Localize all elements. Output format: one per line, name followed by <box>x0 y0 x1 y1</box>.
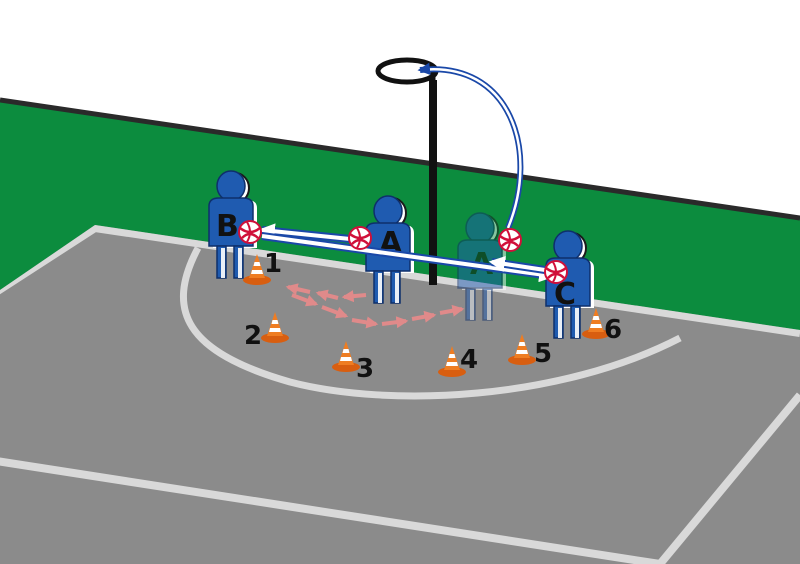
pass-arrow-a-to-b <box>258 223 361 244</box>
pass-arrow-c-to-ghost <box>488 256 546 274</box>
cone-3-label: 3 <box>356 354 374 384</box>
ball-player-b <box>237 219 263 245</box>
player-b: B <box>208 170 258 279</box>
cone-2-label: 2 <box>244 321 262 351</box>
cone-1: 1 <box>243 249 282 285</box>
player-c: C <box>545 230 595 339</box>
cone-5: 5 <box>508 334 552 369</box>
cone-6-label: 6 <box>604 315 622 345</box>
player-c-label: C <box>554 277 576 312</box>
cone-2: 2 <box>244 312 289 351</box>
movement-path <box>285 283 465 329</box>
court <box>0 225 800 564</box>
side-line-right <box>656 392 800 564</box>
cone-4-label: 4 <box>460 345 478 375</box>
goal-circle-line <box>180 246 682 400</box>
cone-1-label: 1 <box>264 249 282 279</box>
surround-edge <box>0 97 800 221</box>
ball-player-c <box>543 259 569 285</box>
cone-3: 3 <box>332 341 374 384</box>
ball-ghost <box>497 227 523 253</box>
ball-player-a <box>347 225 373 251</box>
player-b-label: B <box>216 209 239 244</box>
cone-5-label: 5 <box>534 339 552 369</box>
cone-4: 4 <box>438 345 478 377</box>
transverse-line <box>0 456 661 564</box>
cone-6: 6 <box>582 308 622 345</box>
